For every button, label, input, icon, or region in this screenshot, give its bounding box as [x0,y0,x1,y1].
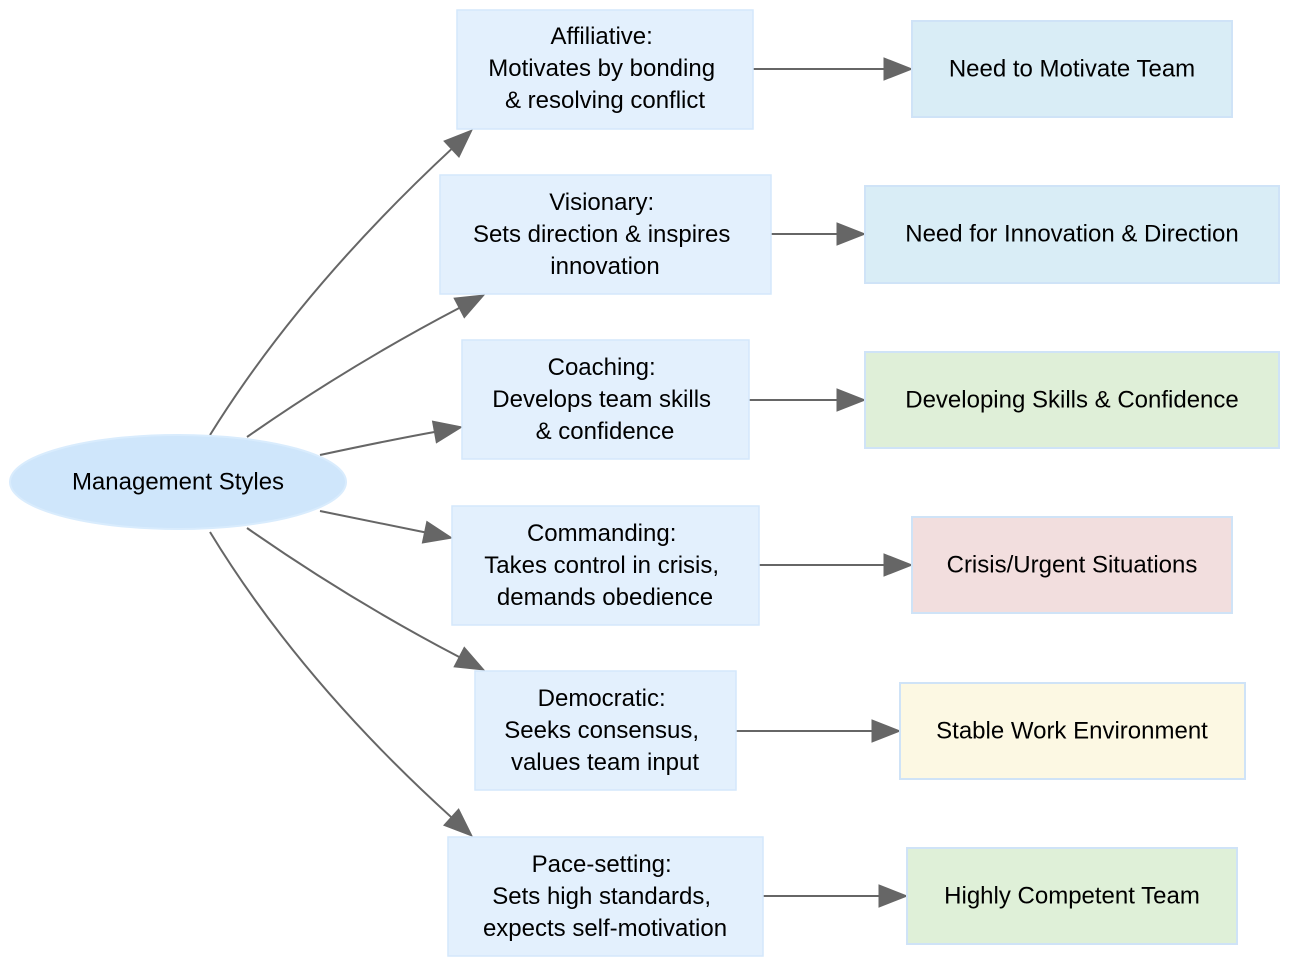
edge-arrow-side-5 [878,884,909,908]
situation-box [911,516,1233,614]
edge-root-to-style-5 [209,531,452,818]
style-line: & confidence [536,418,675,445]
style-label: Visionary: Sets direction & inspires inn… [473,189,737,280]
situation-label: Stable Work Environment [936,718,1208,745]
style-label: Pace-setting: Sets high standards, expec… [483,851,727,942]
style-box [461,339,750,460]
style-node-pace-setting: Pace-setting: Sets high standards, expec… [447,836,764,957]
situation-node-innovation: Need for Innovation & Direction [864,185,1280,284]
situation-node-stable: Stable Work Environment [899,682,1246,780]
style-box [456,9,754,130]
edge-arrow-side-3 [883,553,914,577]
style-line: demands obedience [497,584,713,611]
edge-arrow-root-4 [453,646,486,671]
style-line: Visionary: [549,189,654,216]
style-line: Affiliative: [551,23,653,50]
root-node: Management Styles [9,434,347,530]
style-box [451,505,760,626]
situation-box [864,185,1280,284]
edge-root-to-style-2 [319,430,435,456]
situation-node-crisis: Crisis/Urgent Situations [911,516,1233,614]
style-line: Coaching: [548,354,656,381]
style-node-commanding: Commanding: Takes control in crisis, dem… [451,505,760,626]
edge-arrow-root-2 [431,420,464,444]
situation-box [864,351,1280,449]
edge-root-to-style-3 [319,510,425,534]
situation-node-motivate: Need to Motivate Team [911,20,1233,118]
style-label: Coaching: Develops team skills & confide… [492,354,717,445]
style-line: Democratic: [538,685,666,712]
style-box [439,174,772,295]
edges [209,57,914,908]
style-line: Motivates by bonding [488,55,715,82]
edge-root-to-style-1 [246,307,460,438]
situation-label: Need to Motivate Team [949,56,1195,83]
style-line: Pace-setting: [532,851,672,878]
edge-arrow-side-2 [836,388,867,412]
style-node-visionary: Visionary: Sets direction & inspires inn… [439,174,772,295]
root-ellipse [9,434,347,530]
situation-label: Developing Skills & Confidence [905,387,1239,414]
style-line: innovation [550,253,659,280]
style-label: Commanding: Takes control in crisis, dem… [484,520,725,611]
situation-label: Need for Innovation & Direction [905,221,1239,248]
style-node-democratic: Democratic: Seeks consensus, values team… [474,670,737,791]
situation-node-competent: Highly Competent Team [906,847,1238,945]
edge-root-to-style-0 [209,148,453,436]
style-label: Democratic: Seeks consensus, values team… [504,685,705,776]
style-node-affiliative: Affiliative: Motivates by bonding & reso… [456,9,754,130]
style-line: Sets high standards, [492,883,711,910]
style-box [474,670,737,791]
style-line: Develops team skills [492,386,711,413]
style-line: Commanding: [527,520,676,547]
situation-box [911,20,1233,118]
edge-arrow-root-1 [453,294,486,319]
style-line: expects self-motivation [483,915,727,942]
situation-label: Crisis/Urgent Situations [947,552,1198,579]
root-label: Management Styles [72,469,284,496]
edge-arrow-side-0 [883,57,914,81]
style-label: Affiliative: Motivates by bonding & reso… [488,23,721,114]
style-node-coaching: Coaching: Develops team skills & confide… [461,339,750,460]
situation-box [899,682,1246,780]
edge-arrow-side-1 [836,222,867,246]
edge-arrow-root-5 [443,808,474,837]
edge-root-to-style-4 [246,527,460,658]
style-line: Seeks consensus, [504,717,699,744]
style-line: values team input [511,749,699,776]
style-line: & resolving conflict [505,87,705,114]
style-box [447,836,764,957]
style-line: Takes control in crisis, [484,552,719,579]
edge-arrow-root-3 [421,520,454,544]
situation-node-skills: Developing Skills & Confidence [864,351,1280,449]
edge-arrow-side-4 [871,719,902,743]
style-line: Sets direction & inspires [473,221,730,248]
situation-label: Highly Competent Team [944,883,1200,910]
situation-box [906,847,1238,945]
